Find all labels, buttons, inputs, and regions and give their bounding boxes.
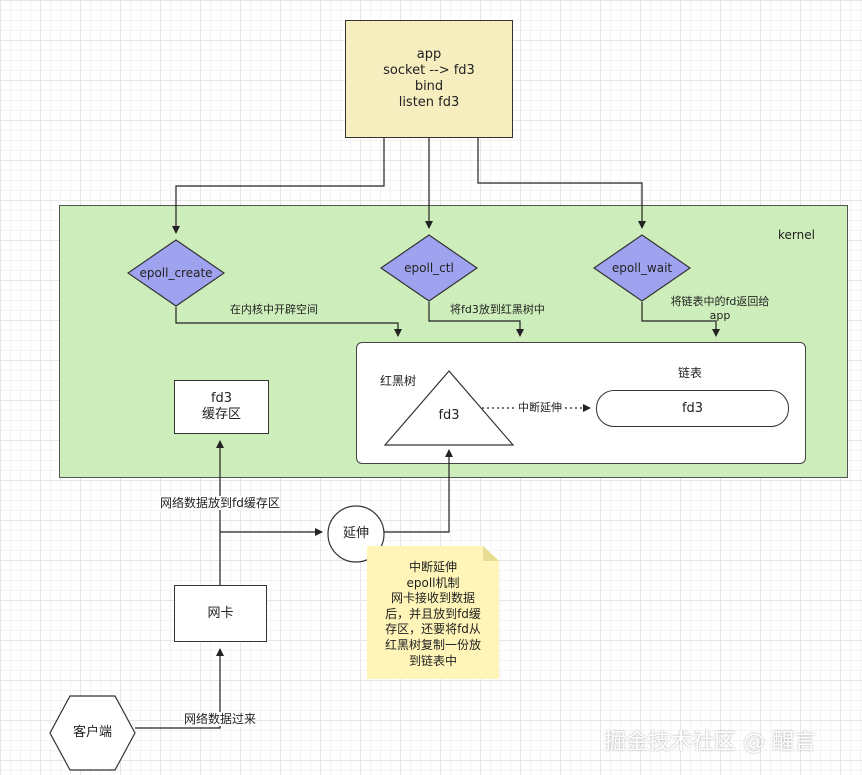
note-line: epoll机制 <box>406 575 460 590</box>
epoll-create-edge-label: 在内核中开辟空间 <box>230 303 318 316</box>
epoll-ctl-edge-label: 将fd3放到红黑树中 <box>450 303 545 316</box>
epoll-ctl-diamond <box>379 234 479 302</box>
watermark: 掘金技术社区 @ 醒言 <box>604 730 816 755</box>
epoll-wait-diamond <box>592 234 692 302</box>
linked-list-node[interactable]: fd3 <box>596 390 789 427</box>
extend-label: 延伸 <box>342 526 369 541</box>
red-black-tree-triangle <box>383 370 515 446</box>
interrupt-edge-label: 中断延伸 <box>515 401 565 415</box>
edge-epoll-create-panel <box>175 307 402 337</box>
app-line: listen fd3 <box>398 95 460 110</box>
kernel-label: kernel <box>778 228 815 242</box>
sticky-note: 中断延伸 epoll机制 网卡接收到数据 后，并且放到fd缓 存区，还要将fd从… <box>367 546 499 679</box>
note-line: 红黑树复制一份放 <box>384 637 481 652</box>
note-line: 后，并且放到fd缓 <box>385 606 481 621</box>
red-black-tree-node-label: fd3 <box>438 408 460 423</box>
fd3-buffer-box[interactable]: fd3 缓存区 <box>174 380 269 434</box>
nic-label: 网卡 <box>207 605 234 621</box>
epoll-wait-edge-line: app <box>709 309 731 322</box>
nic-box[interactable]: 网卡 <box>174 585 267 642</box>
note-line: 中断延伸 <box>408 560 457 574</box>
epoll-wait-label: epoll_wait <box>611 261 673 275</box>
fd3-buffer-line: fd3 <box>210 391 233 406</box>
note-line: 网卡接收到数据 <box>390 591 475 606</box>
app-box[interactable]: app socket --> fd3 bind listen fd3 <box>345 20 513 138</box>
app-line: app <box>416 47 442 62</box>
edge-epoll-ctl-panel <box>428 302 524 337</box>
client-label: 客户端 <box>72 725 112 740</box>
client-hexagon <box>49 695 136 771</box>
epoll-wait-edge-label: 将链表中的fd返回给 app <box>658 295 782 323</box>
note-line: 存区，还要将fd从 <box>385 622 481 637</box>
edge-to-buffer-label: 网络数据放到fd缓存区 <box>160 496 280 510</box>
fd3-buffer-line: 缓存区 <box>201 407 241 422</box>
linked-list-node-label: fd3 <box>681 401 704 416</box>
edge-app-epoll-wait <box>477 138 646 229</box>
app-line: socket --> fd3 <box>383 63 475 78</box>
red-black-tree-title: 红黑树 <box>380 374 417 388</box>
edge-extend-tree <box>356 449 453 533</box>
linked-list-title: 链表 <box>677 366 702 380</box>
app-line: bind <box>414 79 444 94</box>
epoll-ctl-label: epoll_ctl <box>404 261 454 275</box>
epoll-wait-edge-line: 将链表中的fd返回给 <box>670 295 770 308</box>
edge-client-label: 网络数据过来 <box>184 712 257 726</box>
edge-client-nic <box>135 648 224 729</box>
epoll-create-label: epoll_create <box>139 266 213 280</box>
edge-epoll-wait-panel <box>641 302 720 337</box>
edge-app-epoll-create <box>172 138 385 234</box>
epoll-create-diamond <box>126 239 226 307</box>
note-line: 到链表中 <box>408 653 457 668</box>
